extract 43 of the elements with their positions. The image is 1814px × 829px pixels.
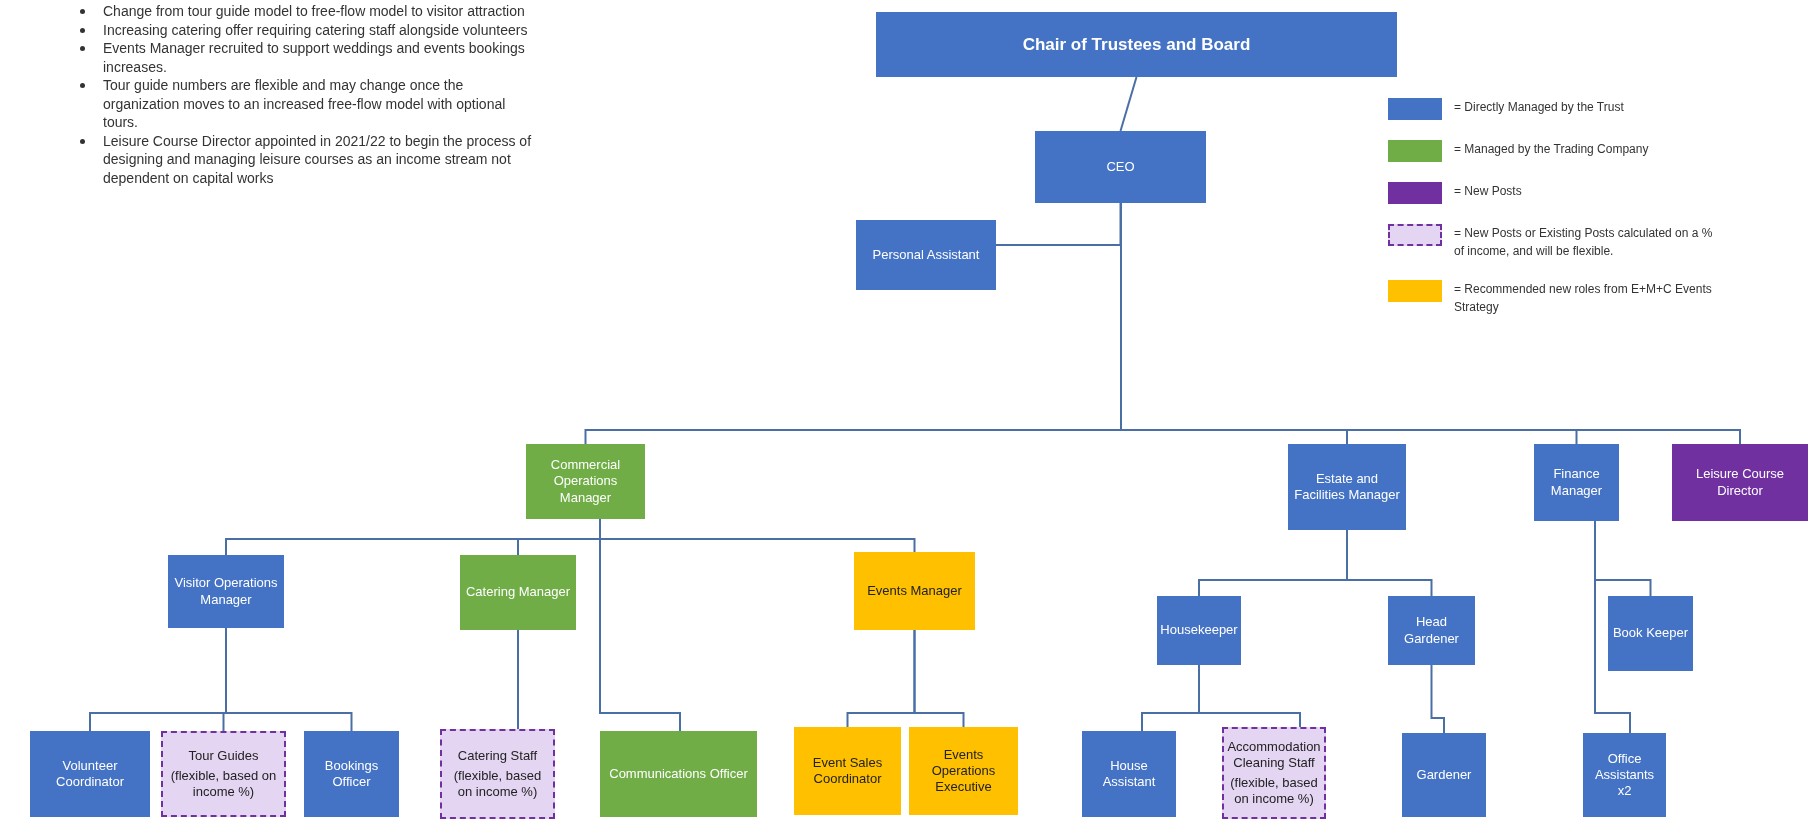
role-box: Catering Manager — [460, 555, 576, 630]
connector-line — [1119, 76, 1138, 132]
bullet-note: Events Manager recruited to support weddings and events bookings increases. — [103, 39, 526, 76]
bullet-note: Increasing catering offer requiring catering staff alongside volunteers — [103, 20, 529, 39]
connector-line — [1594, 520, 1631, 734]
role-box: Book Keeper — [1608, 596, 1693, 671]
role-box: Chair of Trustees and Board — [876, 12, 1397, 77]
role-box: Volunteer Coordinator — [30, 731, 150, 817]
role-box: Personal Assistant — [856, 220, 996, 290]
connector-line — [913, 629, 965, 728]
legend-text: = Managed by the Trading Company — [1454, 141, 1650, 158]
role-box: Visitor Operations Manager — [168, 555, 284, 628]
bullet-note: Change from tour guide model to free-flow model to visitor attraction — [103, 2, 526, 21]
legend-text: = Recommended new roles from E+M+C Events Strategy — [1454, 281, 1713, 316]
role-box: Bookings Officer — [304, 731, 399, 817]
connector-line — [225, 627, 353, 732]
role-box: Catering Staff (flexible, based on income %) — [440, 729, 555, 819]
role-box: Office Assistants x2 — [1583, 733, 1666, 817]
connector-line — [1430, 664, 1445, 734]
role-box: House Assistant — [1082, 731, 1176, 817]
role-box: Communications Officer — [600, 731, 757, 817]
connector-line — [1198, 664, 1301, 728]
role-box: Leisure Course Director — [1672, 444, 1808, 521]
role-box: Housekeeper — [1157, 596, 1241, 665]
role-box: Events Manager — [854, 552, 975, 630]
role-box: Commercial Operations Manager — [526, 444, 645, 519]
role-box: Tour Guides (flexible, based on income %) — [161, 731, 286, 817]
role-box: Finance Manager — [1534, 444, 1619, 521]
role-box: Head Gardener — [1388, 596, 1475, 665]
role-box: Gardener — [1402, 733, 1486, 817]
connector-line — [517, 629, 519, 730]
role-box: Events Operations Executive — [909, 727, 1018, 815]
role-box: Estate and Facilities Manager — [1288, 444, 1406, 530]
connector-line — [599, 518, 681, 732]
role-box: Event Sales Coordinator — [794, 727, 901, 815]
role-box: Accommodation Cleaning Staff (flexible, based on income %) — [1222, 727, 1326, 819]
bullet-note: Leisure Course Director appointed in 2021/22 to begin the process of designing and managing leisure courses as an income stream not dependent on capital works — [103, 131, 533, 187]
legend-text: = New Posts or Existing Posts calculated on a % of income, and will be flexible. — [1454, 225, 1714, 260]
bullet-note: Tour guide numbers are flexible and may change once the organization moves to an increased free-flow model with optional tours. — [103, 76, 507, 132]
connector-line — [1346, 529, 1433, 597]
legend-text: = New Posts — [1454, 183, 1523, 200]
legend-text: = Directly Managed by the Trust — [1454, 99, 1625, 116]
role-box: CEO — [1035, 131, 1206, 203]
